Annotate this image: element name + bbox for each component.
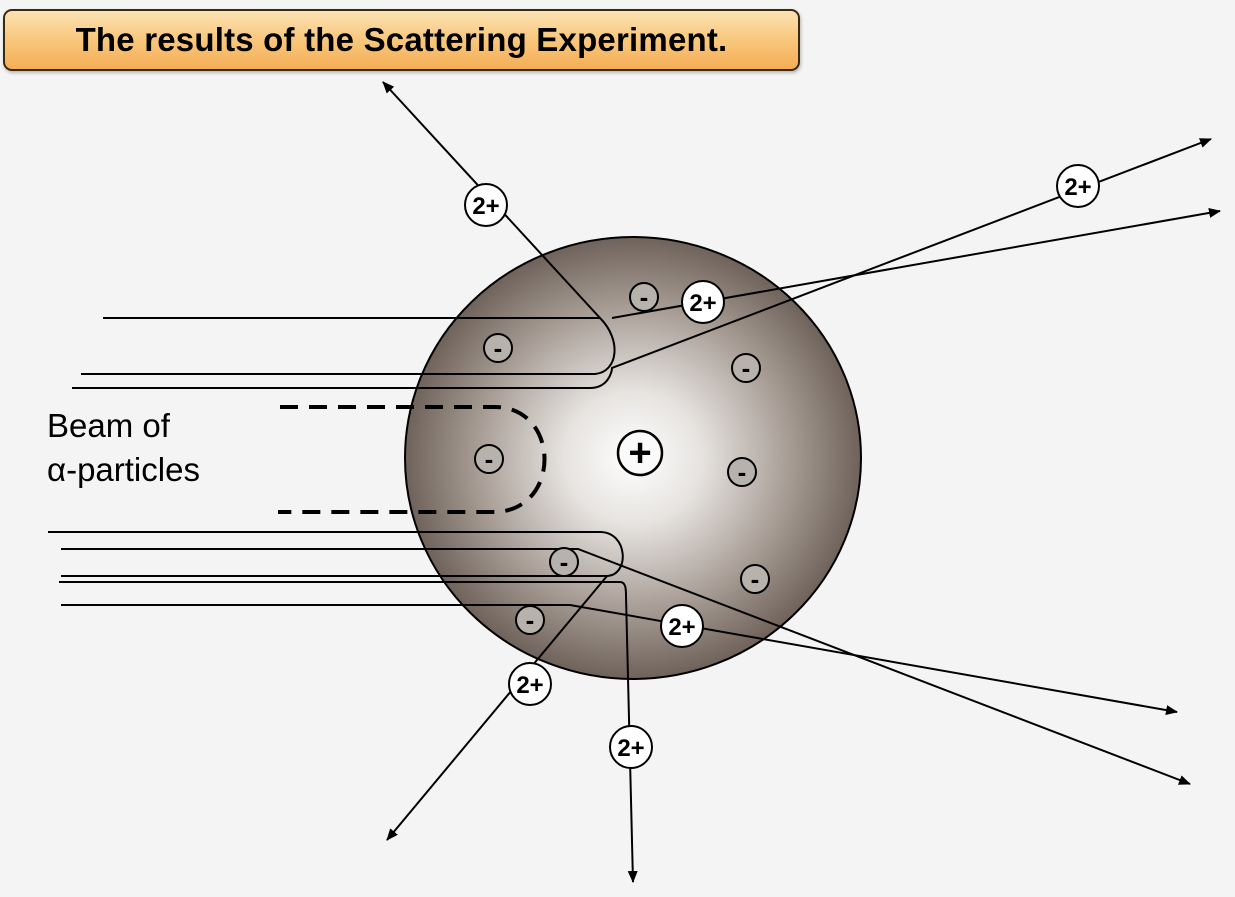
path-upper-right-1 bbox=[72, 138, 1212, 389]
svg-text:-: - bbox=[738, 457, 747, 487]
beam-label-line2: α-particles bbox=[47, 451, 200, 488]
alpha-particle: 2+ bbox=[508, 662, 552, 706]
svg-text:2+: 2+ bbox=[1064, 174, 1091, 201]
electron: - bbox=[474, 444, 504, 474]
alpha-particles: 2+ 2+ 2+ 2+ 2+ 2+ bbox=[464, 164, 1100, 769]
path-bottom-1 bbox=[48, 531, 624, 577]
svg-text:2+: 2+ bbox=[617, 735, 644, 762]
svg-text:-: - bbox=[560, 547, 569, 577]
title-banner: The results of the Scattering Experiment… bbox=[3, 9, 800, 71]
path-dashed-return bbox=[278, 405, 547, 514]
electron: - bbox=[740, 564, 770, 594]
electrons: - - - - - - - - bbox=[474, 282, 770, 635]
alpha-particle: 2+ bbox=[609, 725, 653, 769]
electron: - bbox=[629, 282, 659, 312]
svg-text:-: - bbox=[640, 282, 649, 312]
svg-text:-: - bbox=[526, 605, 535, 635]
svg-text:2+: 2+ bbox=[689, 290, 716, 317]
nucleus: + bbox=[616, 429, 664, 477]
diagram-title: The results of the Scattering Experiment… bbox=[75, 21, 728, 58]
path-lower-right-short bbox=[61, 604, 1178, 716]
electron: - bbox=[483, 333, 513, 363]
path-lower-left bbox=[386, 575, 608, 841]
svg-text:2+: 2+ bbox=[516, 672, 543, 699]
beam-label: Beam of α-particles bbox=[47, 404, 200, 492]
svg-text:2+: 2+ bbox=[668, 614, 695, 641]
nucleus-charge: + bbox=[628, 431, 651, 475]
alpha-particle: 2+ bbox=[464, 183, 508, 227]
electron: - bbox=[549, 547, 579, 577]
path-lower-right-long bbox=[61, 548, 1191, 785]
electron: - bbox=[515, 605, 545, 635]
alpha-particle: 2+ bbox=[681, 280, 725, 324]
electron: - bbox=[727, 457, 757, 487]
svg-text:2+: 2+ bbox=[472, 193, 499, 220]
svg-text:-: - bbox=[485, 444, 494, 474]
svg-text:-: - bbox=[494, 333, 503, 363]
alpha-particle: 2+ bbox=[1056, 164, 1100, 208]
electron: - bbox=[731, 353, 761, 383]
alpha-particle: 2+ bbox=[660, 604, 704, 648]
svg-text:-: - bbox=[742, 353, 751, 383]
beam-label-line1: Beam of bbox=[47, 407, 170, 444]
svg-text:-: - bbox=[751, 564, 760, 594]
path-backscatter-top bbox=[81, 317, 616, 375]
path-lower-straight-down bbox=[59, 581, 638, 883]
